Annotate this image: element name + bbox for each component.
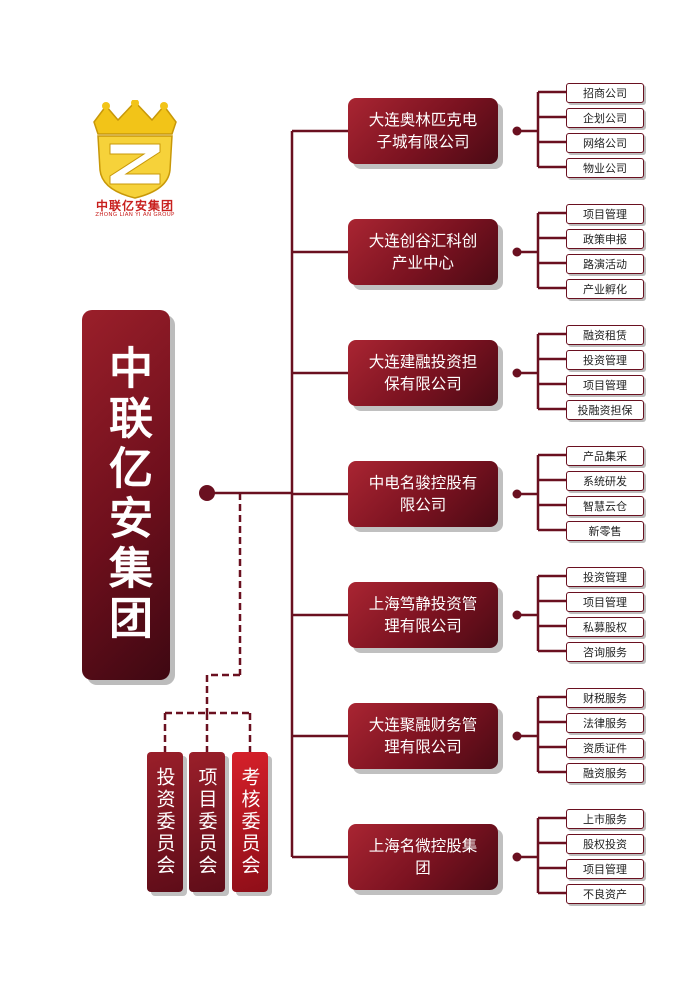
root-node: 中联亿安集团: [82, 310, 170, 680]
committee-assessment: 考核委员会: [232, 752, 268, 892]
committee-label: 投资委员会: [153, 767, 176, 877]
committee-label: 项目委员会: [195, 767, 218, 877]
connector-dot: [199, 485, 215, 501]
crown-shield-logo-icon: [93, 100, 177, 199]
connector-dot: [512, 126, 522, 136]
service-item: 私募股权: [566, 617, 644, 637]
connector-dot: [512, 247, 522, 257]
company-name: 大连奥林匹克电子城有限公司: [368, 111, 478, 151]
service-item: 资质证件: [566, 738, 644, 758]
connector-dot: [512, 368, 522, 378]
company-name: 上海名微控股集团: [368, 837, 478, 877]
connector-dot: [512, 852, 522, 862]
connector-dot: [512, 731, 522, 741]
service-item: 法律服务: [566, 713, 644, 733]
service-item: 投资管理: [566, 350, 644, 370]
service-item: 系统研发: [566, 471, 644, 491]
company-name: 大连创谷汇科创产业中心: [368, 232, 478, 272]
service-item: 政策申报: [566, 229, 644, 249]
service-item: 投资管理: [566, 567, 644, 587]
service-item: 项目管理: [566, 375, 644, 395]
company-name: 大连聚融财务管理有限公司: [368, 716, 478, 756]
company-node: 上海笃静投资管理有限公司: [348, 582, 498, 648]
service-item: 不良资产: [566, 884, 644, 904]
service-item: 投融资担保: [566, 400, 644, 420]
service-item: 产业孵化: [566, 279, 644, 299]
service-item: 智慧云仓: [566, 496, 644, 516]
service-item: 网络公司: [566, 133, 644, 153]
root-label: 中联亿安集团: [101, 345, 152, 645]
committee-label: 考核委员会: [238, 767, 261, 877]
service-item: 新零售: [566, 521, 644, 541]
logo-text-cn: 中联亿安集团: [95, 199, 174, 213]
service-item: 路演活动: [566, 254, 644, 274]
company-name: 大连建融投资担保有限公司: [368, 353, 478, 393]
company-node: 上海名微控股集团: [348, 824, 498, 890]
service-item: 上市服务: [566, 809, 644, 829]
service-item: 产品集采: [566, 446, 644, 466]
service-item: 项目管理: [566, 592, 644, 612]
logo-text-en: ZHONG LIAN YI AN GROUP: [95, 212, 175, 218]
connector-dot: [512, 489, 522, 499]
service-item: 企划公司: [566, 108, 644, 128]
service-item: 融资服务: [566, 763, 644, 783]
service-item: 项目管理: [566, 204, 644, 224]
committee-project: 项目委员会: [189, 752, 225, 892]
committee-investment: 投资委员会: [147, 752, 183, 892]
company-node: 大连创谷汇科创产业中心: [348, 219, 498, 285]
company-name: 上海笃静投资管理有限公司: [368, 595, 478, 635]
company-name: 中电名骏控股有限公司: [368, 474, 478, 514]
service-item: 股权投资: [566, 834, 644, 854]
service-item: 财税服务: [566, 688, 644, 708]
connector-dot: [512, 610, 522, 620]
company-node: 大连聚融财务管理有限公司: [348, 703, 498, 769]
service-item: 招商公司: [566, 83, 644, 103]
service-item: 咨询服务: [566, 642, 644, 662]
service-item: 融资租赁: [566, 325, 644, 345]
service-item: 物业公司: [566, 158, 644, 178]
company-node: 中电名骏控股有限公司: [348, 461, 498, 527]
service-item: 项目管理: [566, 859, 644, 879]
company-node: 大连奥林匹克电子城有限公司: [348, 98, 498, 164]
company-node: 大连建融投资担保有限公司: [348, 340, 498, 406]
